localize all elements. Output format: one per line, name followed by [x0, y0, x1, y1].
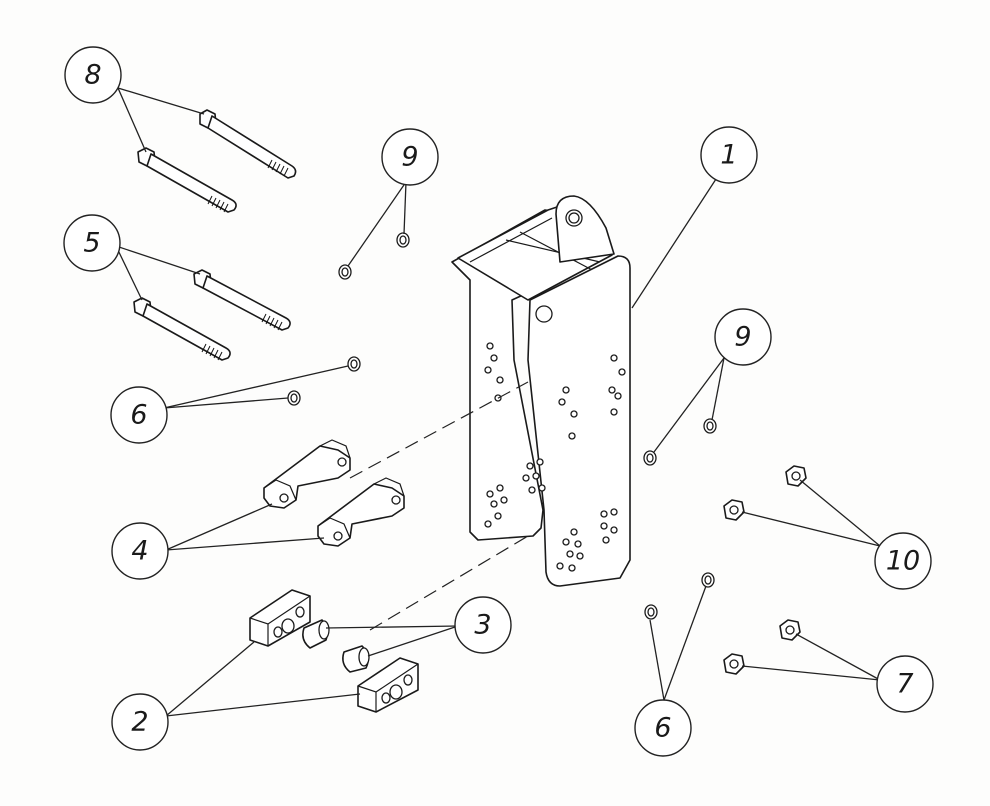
callout-8-label: 8 [84, 60, 101, 91]
callout-5: 5 [63, 214, 121, 272]
callout-10: 10 [874, 532, 932, 590]
bolt-set-5 [133, 269, 291, 361]
callout-4: 4 [111, 522, 169, 580]
callout-8: 8 [64, 46, 122, 104]
callout-9-left-label: 9 [401, 142, 418, 173]
callout-6-left: 6 [110, 386, 168, 444]
callout-2: 2 [111, 693, 169, 751]
alignment-lines [349, 381, 529, 631]
callout-6-right: 6 [634, 699, 692, 757]
callout-5-label: 5 [83, 228, 100, 259]
leader-lines [115, 87, 881, 717]
bolt-set-8 [137, 109, 297, 213]
washer-set-6-right [644, 572, 715, 620]
callout-1-label: 1 [720, 140, 737, 171]
callout-2-label: 2 [131, 707, 148, 738]
main-bracket-part [451, 195, 631, 587]
callout-6-left-label: 6 [130, 400, 147, 431]
callout-1: 1 [700, 126, 758, 184]
callout-10-label: 10 [886, 546, 920, 577]
callout-9-right: 9 [714, 308, 772, 366]
spacer-link-set-4 [263, 439, 405, 547]
callout-7-label: 7 [896, 669, 913, 700]
nut-set-7 [723, 619, 801, 675]
washer-set-6-left [287, 356, 361, 406]
block-set-2 [249, 589, 419, 713]
pin-set-3 [302, 619, 370, 673]
callout-9-left: 9 [381, 128, 439, 186]
callout-3: 3 [454, 596, 512, 654]
washer-set-9-left [338, 232, 410, 280]
nut-set-10 [723, 465, 807, 521]
washer-set-9-right [643, 418, 717, 466]
callout-7: 7 [876, 655, 934, 713]
callout-3-label: 3 [474, 610, 491, 641]
callout-6-right-label: 6 [654, 713, 671, 744]
callout-9-right-label: 9 [734, 322, 751, 353]
callout-4-label: 4 [131, 536, 148, 567]
